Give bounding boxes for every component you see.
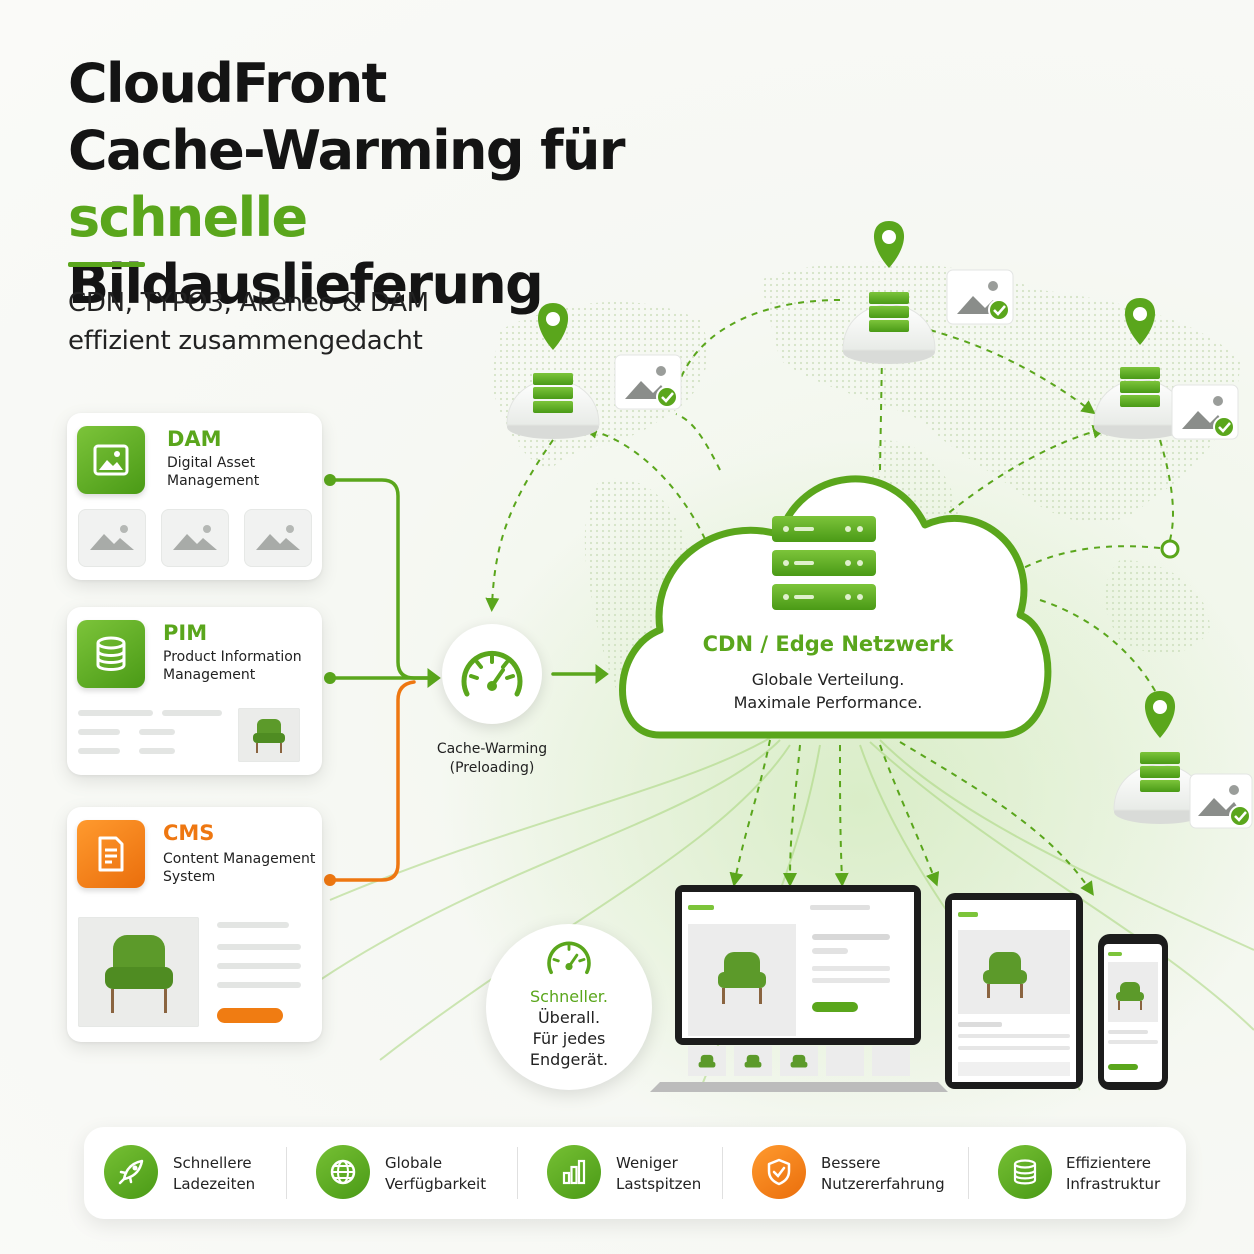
title-accent: schnelle <box>68 186 308 249</box>
text-placeholder <box>217 944 301 950</box>
edge-node-4 <box>1113 691 1253 829</box>
speedometer-icon <box>461 650 523 697</box>
cache-warming-label-line-1: Cache-Warming <box>436 741 548 757</box>
cache-warming-node <box>442 624 542 724</box>
cms-card: CMS Content Management System <box>67 807 322 1042</box>
phone-device <box>1098 934 1168 1090</box>
server-stack-icon <box>772 516 876 610</box>
speed-bubble-line-3: Für jedes <box>532 1029 606 1048</box>
speed-bubble-text: Schneller. Überall. Für jedes Endgerät. <box>486 986 652 1070</box>
tablet-device <box>945 893 1083 1089</box>
divider <box>722 1147 723 1199</box>
cms-subtitle-line-1: Content Management <box>163 851 316 867</box>
subtitle-line-2: effizient zusammengedacht <box>68 326 423 356</box>
image-placeholder-icon <box>244 509 312 567</box>
pim-subtitle-line-1: Product Information <box>163 649 302 665</box>
rocket-icon <box>104 1145 158 1199</box>
subtitle-line-1: CDN, TYPO3, Akeneo & DAM <box>68 288 429 318</box>
text-placeholder <box>217 963 301 969</box>
cache-warming-label: Cache-Warming (Preloading) <box>420 740 564 778</box>
cdn-subtitle-line-2: Maximale Performance. <box>733 693 923 712</box>
cta-button-placeholder <box>217 1008 283 1023</box>
edge-node-3 <box>1093 298 1239 440</box>
speed-bubble: Schneller. Überall. Für jedes Endgerät. <box>486 924 652 1090</box>
text-placeholder <box>78 710 153 716</box>
title-underline <box>68 262 145 267</box>
title-line-2: Cache-Warming für <box>68 119 625 182</box>
divider <box>286 1147 287 1199</box>
text-placeholder <box>78 729 120 735</box>
shield-check-icon <box>752 1145 806 1199</box>
speed-bubble-accent: Schneller. <box>529 987 608 1006</box>
pim-subtitle: Product Information Management <box>163 648 321 684</box>
pim-title: PIM <box>163 621 208 645</box>
text-placeholder <box>78 748 120 754</box>
text-placeholder <box>139 729 175 735</box>
title-line-3: Bildauslieferung <box>68 253 544 316</box>
edge-waypoint <box>1160 539 1180 559</box>
divider <box>968 1147 969 1199</box>
text-placeholder <box>139 748 175 754</box>
dam-card: DAM Digital Asset Management <box>67 413 322 580</box>
source-connectors <box>328 478 609 882</box>
edge-arcs <box>485 299 1174 896</box>
image-placeholder-icon <box>161 509 229 567</box>
title-line-1: CloudFront <box>68 52 387 115</box>
cdn-cloud <box>619 475 1052 739</box>
dam-subtitle-line-1: Digital Asset <box>167 455 256 471</box>
text-placeholder <box>217 922 289 928</box>
document-icon <box>77 820 145 888</box>
cdn-title: CDN / Edge Netzwerk <box>702 632 954 656</box>
connector-dots <box>324 474 336 886</box>
cache-warming-label-line-2: (Preloading) <box>449 760 535 776</box>
chair-image <box>78 917 199 1027</box>
speed-bubble-line-2: Überall. <box>537 1008 601 1027</box>
chair-image <box>238 708 300 762</box>
globe-icon <box>316 1145 370 1199</box>
page-subtitle: CDN, TYPO3, Akeneo & DAM effizient zusam… <box>68 284 548 360</box>
chair-image <box>698 952 1144 1068</box>
image-icon <box>77 426 145 494</box>
database-icon <box>998 1145 1052 1199</box>
cms-subtitle: Content Management System <box>163 850 321 886</box>
cdn-subtitle-line-1: Globale Verteilung. <box>751 670 905 689</box>
text-placeholder <box>217 982 301 988</box>
speed-bubble-line-4: Endgerät. <box>529 1050 609 1069</box>
dam-subtitle-line-2: Management <box>167 473 260 489</box>
pim-card: PIM Product Information Management <box>67 607 322 775</box>
divider <box>517 1147 518 1199</box>
dam-subtitle: Digital Asset Management <box>167 454 317 490</box>
cms-subtitle-line-2: System <box>163 869 216 885</box>
image-placeholder-icon <box>78 509 146 567</box>
database-icon <box>77 620 145 688</box>
dam-title: DAM <box>167 427 222 451</box>
cms-title: CMS <box>163 821 215 845</box>
bar-chart-icon <box>547 1145 601 1199</box>
pim-subtitle-line-2: Management <box>163 667 256 683</box>
cdn-subtitle: Globale Verteilung. Maximale Performance… <box>690 668 966 714</box>
edge-node-1 <box>506 303 682 439</box>
page-title: CloudFront Cache-Warming für schnelle Bi… <box>68 50 768 318</box>
edge-node-2 <box>842 221 1014 364</box>
speedometer-icon <box>547 941 591 975</box>
text-placeholder <box>162 710 222 716</box>
